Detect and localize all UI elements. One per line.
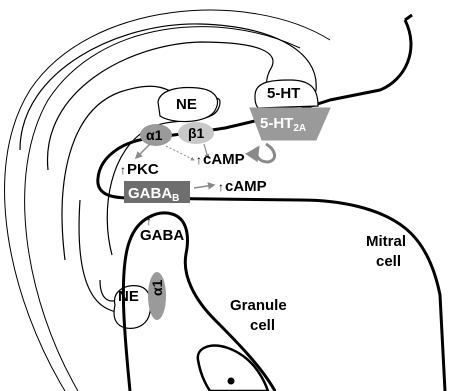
gaba-label: GABA	[140, 228, 184, 243]
pkc-text: PKC	[127, 161, 159, 178]
camp-lower-text: cAMP	[225, 178, 267, 195]
granule-cell-label-line1: Granule	[230, 298, 287, 313]
mitral-dendrite	[98, 20, 445, 391]
ne-bottom-label: NE	[118, 289, 139, 304]
gaba-up-arrow: ↑	[146, 213, 153, 228]
ht2a-subscript: 2A	[293, 123, 306, 134]
ne-top-label: NE	[176, 97, 197, 112]
gabab-subscript: B	[172, 193, 179, 204]
camp-upper-label: ↑cAMP	[196, 152, 245, 167]
mitral-dendrite-top	[405, 15, 412, 20]
granule-cell-nucleus	[198, 346, 268, 391]
up-arrow-icon: ↑	[218, 180, 224, 194]
up-arrow-icon: ↑	[120, 163, 126, 177]
beta1-label: β1	[188, 126, 204, 140]
mitral-cell-label-line1: Mitral	[366, 234, 406, 249]
serotonin-label: 5-HT	[267, 86, 300, 101]
alpha1-top-label: α1	[146, 128, 162, 142]
ht2a-main-text: 5-HT	[260, 115, 293, 132]
alpha1-bottom-label: α1	[150, 280, 164, 296]
mitral-cell-label-line2: cell	[376, 254, 401, 269]
outer-curve-2	[25, 27, 300, 391]
granule-cell-label-line2: cell	[250, 318, 275, 333]
pkc-label: ↑PKC	[120, 162, 159, 177]
granule-cell-nucleolus	[228, 378, 235, 385]
ht2a-rotation-arrow	[256, 144, 274, 162]
gabab-receptor-label: GABAB	[128, 186, 179, 204]
arrow-alpha1-to-camp	[166, 146, 194, 160]
gabab-main-text: GABA	[128, 185, 172, 202]
arrow-gabab-to-camp	[194, 185, 214, 188]
up-arrow-icon: ↑	[146, 214, 152, 228]
camp-lower-label: ↑cAMP	[218, 179, 267, 194]
camp-upper-text: cAMP	[203, 151, 245, 168]
up-arrow-icon: ↑	[196, 153, 202, 167]
ht2a-receptor-label: 5-HT2A	[260, 116, 306, 134]
arrow-alpha1-to-pkc	[136, 144, 150, 158]
